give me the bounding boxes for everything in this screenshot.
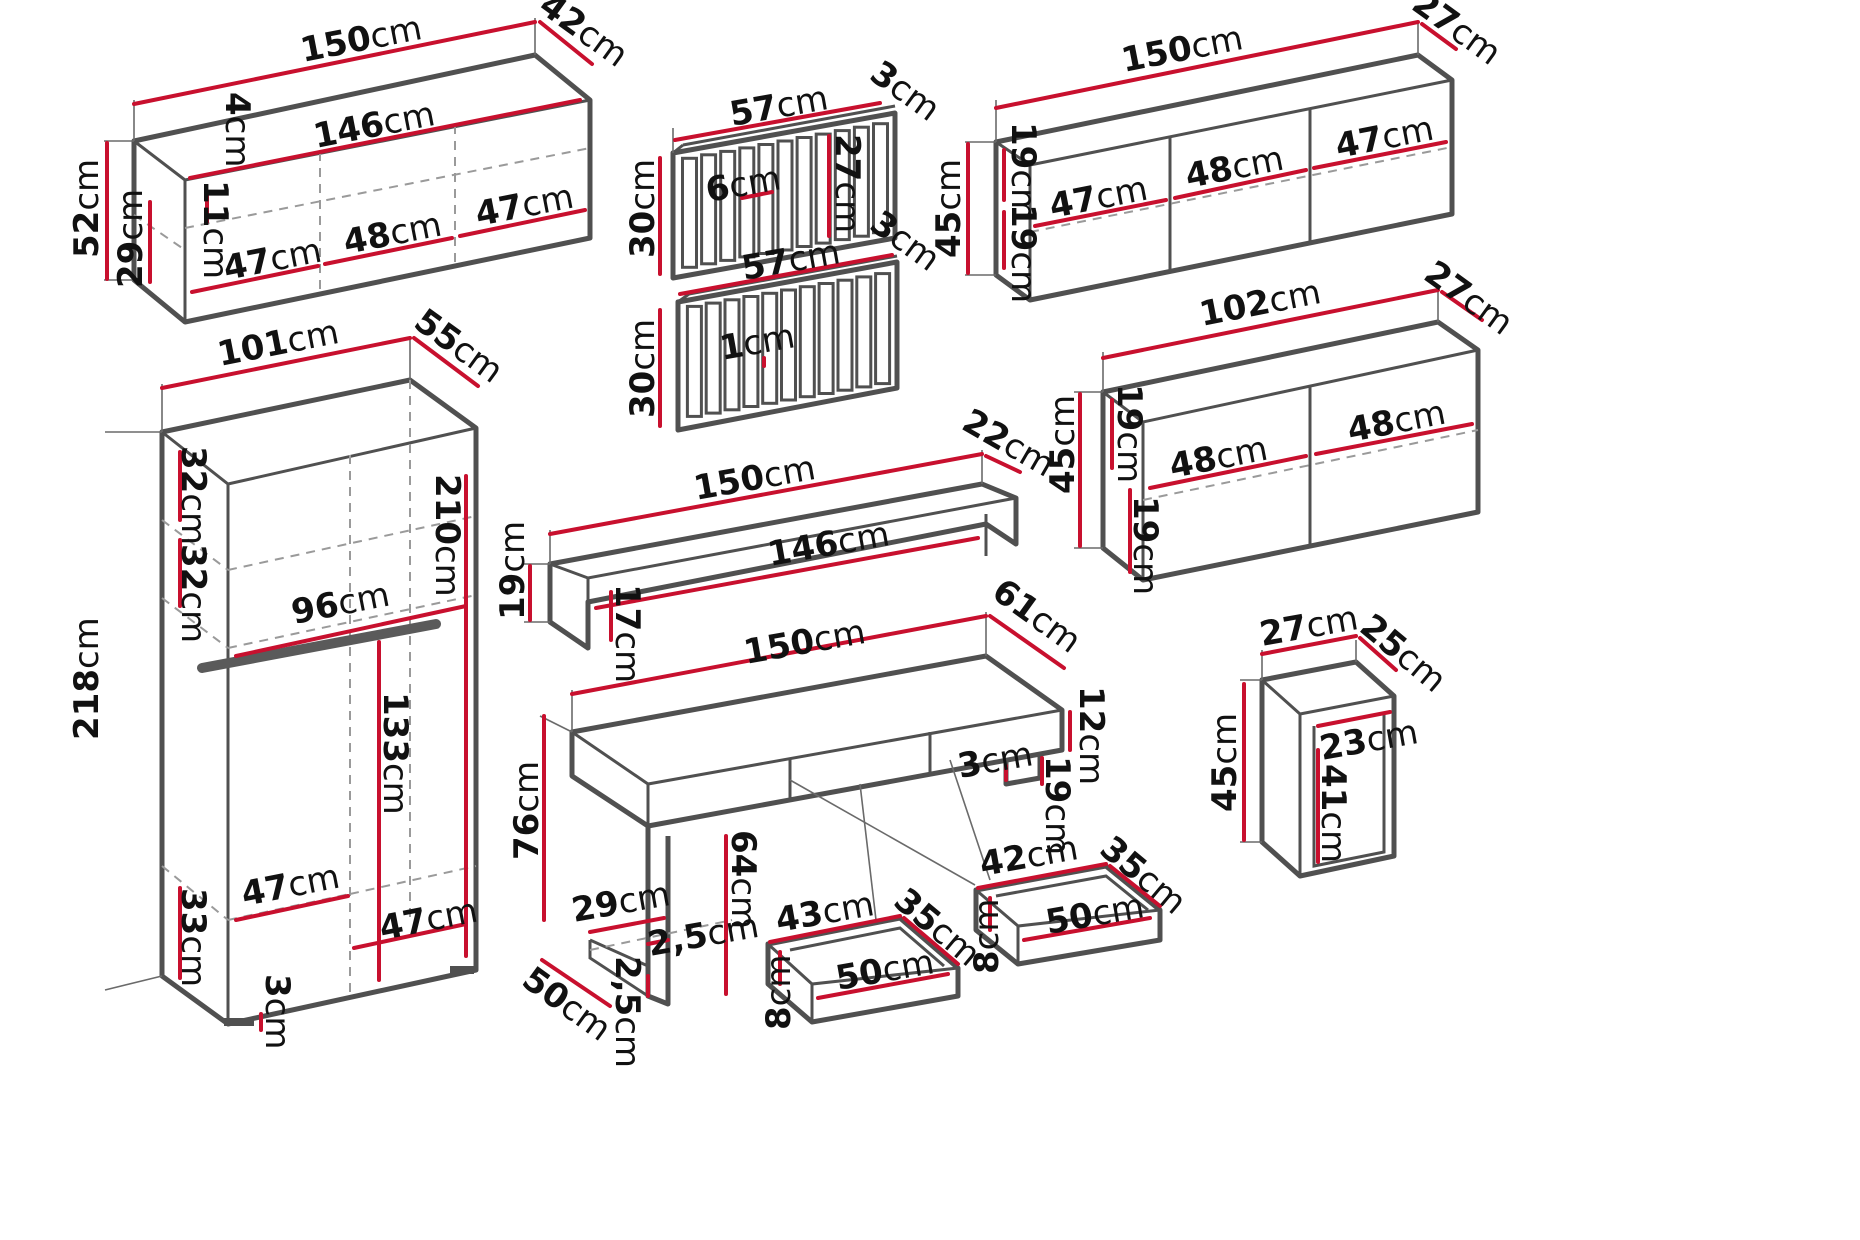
slat [685,304,703,418]
slat [780,288,797,402]
dim-label: 33cm [173,888,213,987]
dim-label: 47cm [376,891,481,949]
slat [761,291,779,405]
nightstand-drawing [1240,634,1398,879]
wardrobe-drawing [104,336,480,1032]
dim-label: 48cm [1344,393,1449,451]
dim-label: 47cm [238,857,343,915]
dim-label: 27cm [1417,253,1521,344]
dim-label: 150cm [691,448,819,509]
dim-label: 29cm [111,189,151,288]
slat-panel-lower [658,253,900,433]
slat [681,156,698,269]
dim-label: 43cm [773,884,878,941]
dim-label: 27cm [1405,0,1509,74]
dim-label: 19cm [1109,384,1149,483]
dim-label: 41cm [1313,764,1353,863]
slat [738,146,756,259]
dim-label: 218cm [67,617,107,740]
dim-label: 96cm [288,575,393,633]
dim-label: 45cm [1205,713,1245,812]
dim-label: 57cm [739,232,844,289]
dim-label: 50cm [833,942,938,999]
slat [719,149,737,262]
dim-label: 45cm [1043,395,1083,494]
dim-label: 133cm [375,692,415,815]
dim-label: 6cm [703,158,784,211]
dim-label: 48cm [340,205,445,263]
sideboard-drawing [104,18,594,325]
dim-label: 150cm [297,8,425,71]
dim-label: 30cm [623,159,663,258]
slat [704,301,722,415]
dim-label: 150cm [741,612,869,673]
desk-drawing [539,612,1072,1008]
dim-label: 12cm [1071,686,1111,785]
dim-label: 3cm [257,974,297,1050]
dim-label: 57cm [727,78,832,135]
dim-label: 23cm [1317,712,1422,769]
slat [872,122,889,235]
slat-panel-upper [658,101,898,281]
drawer-left-drawing [765,914,961,1025]
slat [833,129,851,242]
dim-label: 25cm [1352,606,1454,700]
slat [795,136,813,248]
dim-label: 3cm [955,734,1036,787]
dim-label: 19cm [1003,204,1043,303]
dim-label: 64cm [723,830,763,929]
dim-label: 19cm [1125,496,1165,595]
dim-label: 146cm [310,94,438,157]
dim-label: 45cm [929,159,969,258]
dim-label: 50cm [1043,886,1148,943]
dim-label: 30cm [623,319,663,418]
dim-label: 11cm [195,180,235,279]
dim-label: 1cm [717,316,798,369]
dim-label: 52cm [67,159,107,258]
dim-label: 47cm [1332,109,1437,167]
slat [776,139,794,252]
dim-label: 47cm [220,231,325,289]
wall-shelf-150-drawing [965,20,1458,303]
dim-label: 8cm [967,899,1007,975]
dim-label: 19cm [1003,122,1043,221]
dim-label: 4cm [217,92,257,168]
slat [855,275,873,389]
dim-label: 48cm [1182,139,1287,197]
slat [742,295,760,408]
slat [852,125,870,238]
dim-label: 48cm [1166,429,1271,487]
dim-label: 19cm [493,521,533,620]
dim-label: 2,5cm [607,956,647,1068]
dim-label: 210cm [427,474,467,597]
slat [757,143,775,255]
dim-label: 27cm [1257,598,1362,655]
slat [836,278,854,392]
desk-shelf-drawing [524,450,1022,651]
drawer-right-drawing [973,862,1163,967]
dim-label: 17cm [607,584,647,683]
dim-label: 32cm [173,544,213,643]
dim-label: 47cm [472,177,577,235]
dim-label: 76cm [507,761,547,860]
dim-label: 102cm [1196,272,1324,335]
dim-label: 29cm [569,874,674,931]
slat [817,282,835,395]
dim-label: 8cm [759,955,799,1031]
dim-label: 42cm [977,828,1082,885]
dim-label: 27cm [827,134,867,233]
dim-label: 47cm [1046,169,1151,227]
dim-label: 19cm [1037,756,1077,855]
dim-label: 32cm [173,446,213,545]
dim-label: 50cm [515,959,619,1050]
slat [874,272,892,386]
slat [798,285,816,399]
wall-shelf-102-drawing [1074,288,1484,583]
slat [723,298,741,412]
slat [700,153,718,266]
